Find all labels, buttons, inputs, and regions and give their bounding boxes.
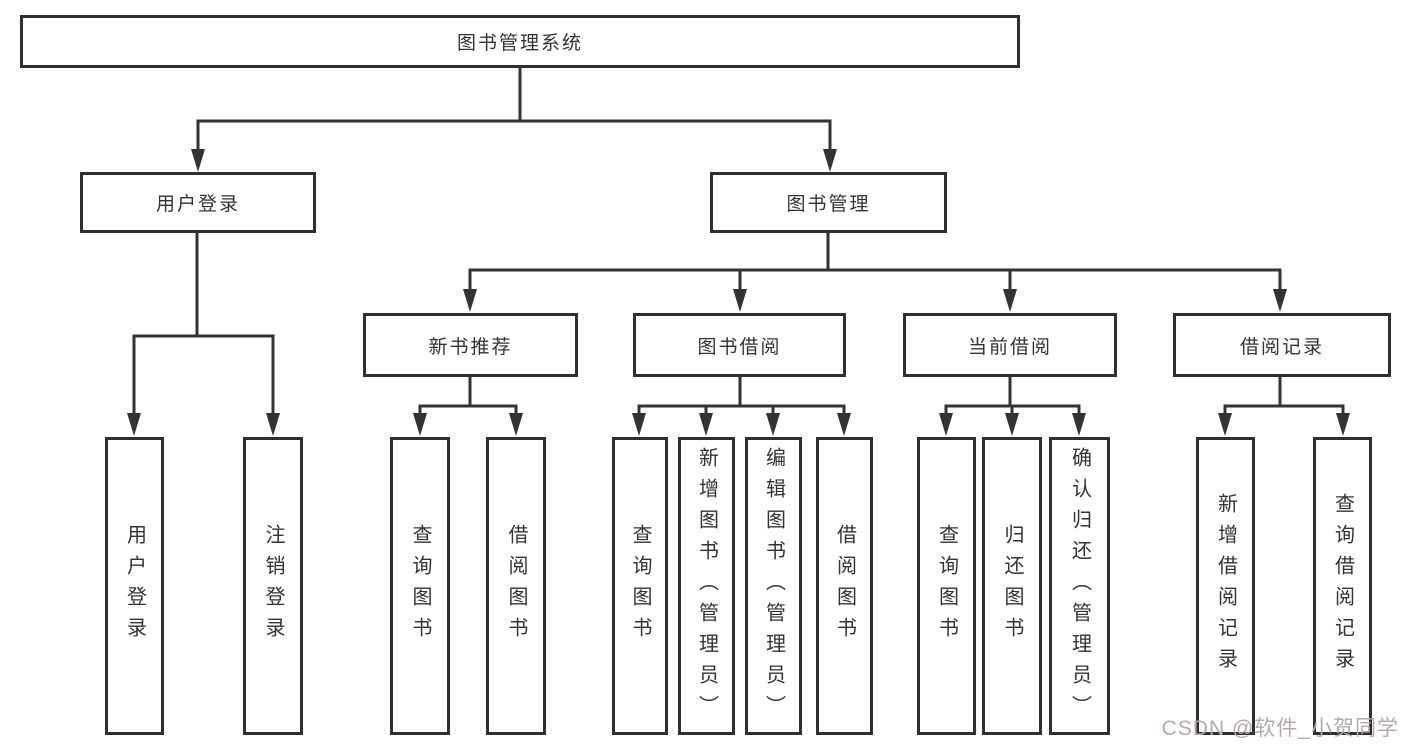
leaf-add-book-admin: 新增图书（管理员） bbox=[678, 437, 735, 735]
leaf-borrow-books-2: 借阅图书 bbox=[816, 437, 873, 735]
leaf-query-books-3: 查询图书 bbox=[917, 437, 976, 735]
node-borrowing-records: 借阅记录 bbox=[1173, 313, 1391, 377]
leaf-borrow-books-1: 借阅图书 bbox=[486, 437, 546, 735]
node-book-management: 图书管理 bbox=[710, 172, 947, 233]
node-library-system: 图书管理系统 bbox=[20, 15, 1020, 68]
node-user-login: 用户登录 bbox=[80, 172, 316, 233]
leaf-edit-book-admin: 编辑图书（管理员） bbox=[745, 437, 802, 735]
leaf-query-books-2: 查询图书 bbox=[612, 437, 668, 735]
leaf-logout: 注销登录 bbox=[243, 437, 303, 735]
leaf-return-book: 归还图书 bbox=[982, 437, 1042, 735]
watermark: CSDN @软件_小贺同学 bbox=[1161, 717, 1399, 740]
node-book-borrowing: 图书借阅 bbox=[633, 313, 846, 377]
leaf-query-books-1: 查询图书 bbox=[390, 437, 450, 735]
arrowheads bbox=[127, 149, 1350, 436]
node-new-book-recommend: 新书推荐 bbox=[363, 313, 578, 377]
leaf-confirm-return-admin: 确认归还（管理员） bbox=[1049, 437, 1110, 735]
leaf-user-login: 用户登录 bbox=[105, 437, 164, 735]
leaf-add-borrow-record: 新增借阅记录 bbox=[1196, 437, 1255, 735]
node-current-borrowing: 当前借阅 bbox=[903, 313, 1117, 377]
leaf-query-borrow-record: 查询借阅记录 bbox=[1313, 437, 1372, 735]
